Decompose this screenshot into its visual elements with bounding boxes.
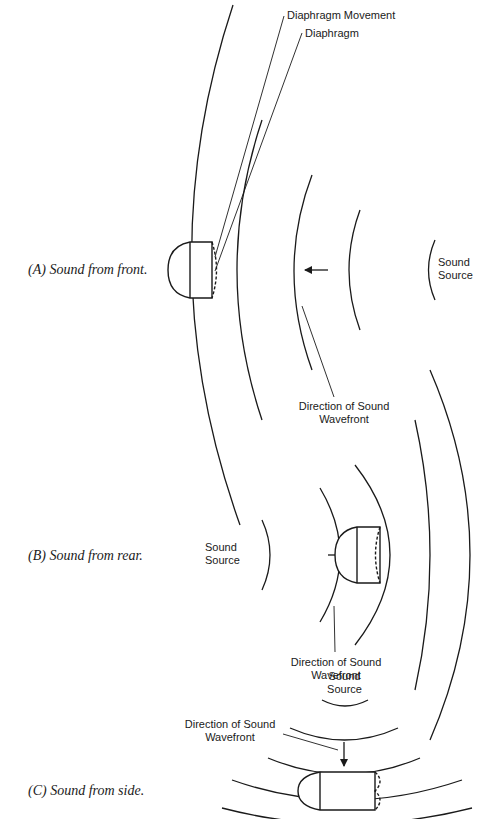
- part-label: Diaphragm: [305, 27, 359, 40]
- wavefront-label: Direction of Sound Wavefront: [178, 718, 282, 744]
- figure-caption: (C) Sound from side.: [28, 783, 144, 799]
- figure-caption: (B) Sound from rear.: [28, 548, 143, 564]
- source-label: Sound Source: [322, 670, 367, 696]
- figure-caption: (A) Sound from front.: [28, 262, 148, 278]
- wavefront-label: Direction of Sound Wavefront: [288, 400, 400, 426]
- source-label: Sound Source: [205, 541, 250, 567]
- source-label: Sound Source: [438, 256, 480, 282]
- part-label: Diaphragm Movement: [287, 9, 395, 22]
